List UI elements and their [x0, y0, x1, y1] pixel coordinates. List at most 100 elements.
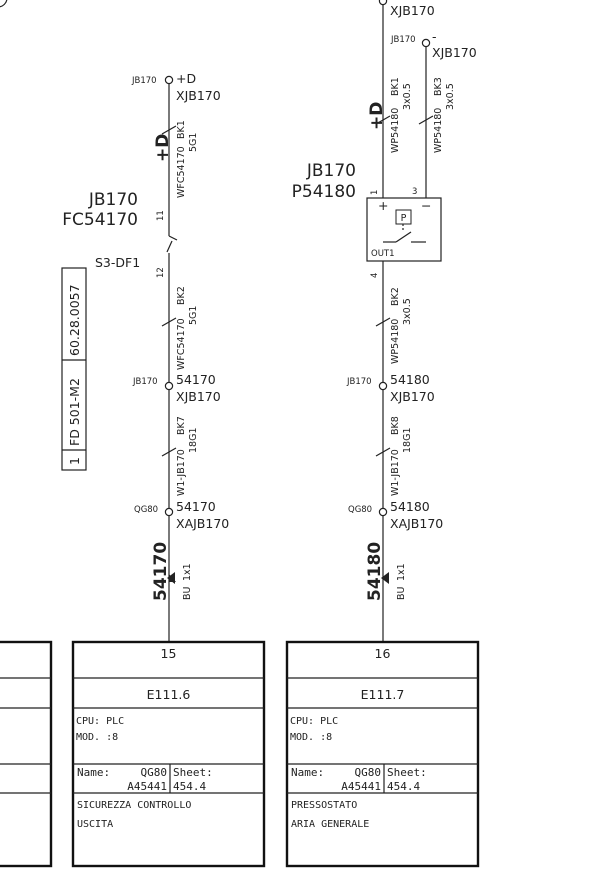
left-top-terminal	[164, 75, 174, 85]
left-pin-b: 12	[156, 267, 166, 278]
right-arrow-head	[381, 572, 389, 584]
left-cable-tick-2	[161, 317, 177, 327]
right-pin4: 4	[370, 273, 380, 278]
left-qg-conn: XAJB170	[176, 516, 229, 531]
block-15-name-v2: A45441	[127, 780, 167, 793]
left-polarity: +D	[153, 134, 173, 162]
block-16-name-v2: A45441	[341, 780, 381, 793]
left-cable-top-core: BK1	[176, 120, 187, 139]
right-cable-tick-1b	[418, 115, 434, 125]
right-minus: −	[421, 198, 431, 213]
left-cable-top-name: WFC54170	[176, 146, 187, 198]
right-cable-low-name: W1-JB170	[390, 449, 401, 496]
left-junction-dev: JB170	[132, 377, 158, 387]
partial-block	[0, 640, 53, 868]
block-16-number: 16	[375, 646, 391, 661]
block-16-name-v1: QG80	[355, 766, 382, 779]
right-pin1: 1	[370, 190, 380, 195]
right-wire-size: 1x1	[396, 563, 407, 581]
right-circuit: XJB170 JB170 - XJB170 +D WP54180 BK1 3x0…	[292, 0, 477, 642]
left-top-conn: XJB170	[176, 88, 221, 103]
block-15-number: 15	[161, 646, 177, 661]
right-cable-mid-spec: 3x0.5	[402, 298, 413, 325]
right-cable-a-core: BK1	[390, 77, 401, 96]
left-switch-blade	[166, 240, 173, 253]
left-cable-mid-name: WFC54170	[176, 318, 187, 370]
left-circuit: JB170 +D XJB170 +D WFC54170 BK1 5G1 JB17…	[62, 71, 229, 642]
block-15-address: E111.6	[147, 687, 191, 702]
left-top-pin: +D	[176, 71, 196, 86]
right-out: OUT1	[371, 249, 395, 259]
right-device-tag: P54180	[292, 182, 356, 202]
left-cable-low-core: BK7	[176, 416, 187, 435]
partial-block-frame	[0, 640, 53, 868]
reference-cell-2: FD 501-M2	[67, 378, 82, 446]
right-neg-terminal	[421, 38, 431, 48]
io-block-15: 15 E111.6 CPU: PLC MOD. :8 Name: QG80 A4…	[71, 640, 266, 868]
left-cable-mid-spec: 5G1	[188, 306, 199, 325]
left-junction-terminal	[164, 381, 174, 391]
reference-cell-3: 60.28.0057	[67, 284, 82, 356]
left-top-dev: JB170	[131, 76, 157, 86]
block-15-desc-2: USCITA	[77, 819, 113, 830]
io-block-16: 16 E111.7 CPU: PLC MOD. :8 Name: QG80 A4…	[285, 640, 480, 868]
right-cable-b-spec: 3x0.5	[445, 83, 456, 110]
right-cable-mid-core: BK2	[390, 287, 401, 306]
right-cable-tick-1	[375, 115, 391, 125]
left-cable-top-spec: 5G1	[188, 133, 199, 152]
right-cable-a-spec: 3x0.5	[402, 83, 413, 110]
right-polarity: +D	[367, 102, 387, 130]
left-qg-dev: QG80	[134, 505, 158, 515]
left-wire-number: 54170	[151, 542, 171, 601]
reference-box: 1 FD 501-M2 60.28.0057	[61, 267, 87, 471]
block-15-cpu: CPU: PLC	[76, 716, 124, 727]
left-wire-size: 1x1	[182, 563, 193, 581]
left-switch-cap	[168, 235, 178, 241]
right-pin3: 3	[412, 187, 417, 197]
left-device-label: JB170	[88, 190, 138, 210]
right-top-terminal	[378, 0, 388, 6]
reference-box-frame	[61, 267, 87, 471]
block-15-mod: MOD. :8	[76, 732, 118, 743]
right-cable-tick-3	[375, 447, 391, 457]
left-arrow-head	[167, 572, 175, 584]
right-qg-terminal	[378, 507, 388, 517]
right-top-conn: XJB170	[390, 3, 435, 18]
right-junction-conn: XJB170	[390, 389, 435, 404]
right-junction-dev: JB170	[346, 377, 372, 387]
left-device-tag: FC54170	[62, 210, 138, 230]
block-16-frame	[285, 640, 480, 868]
right-cable-mid-name: WP54180	[390, 319, 401, 364]
left-qg-wire: 54170	[176, 499, 216, 514]
left-cable-low-name: W1-JB170	[176, 449, 187, 496]
pressure-switch-box	[366, 197, 442, 262]
block-16-mod: MOD. :8	[290, 732, 332, 743]
right-neg-dev: JB170	[390, 35, 416, 45]
right-cable-low-core: BK8	[390, 416, 401, 435]
right-wire-number: 54180	[365, 542, 385, 601]
right-qg-wire: 54180	[390, 499, 430, 514]
block-15-name-label: Name:	[77, 766, 110, 779]
right-cable-b-core: BK3	[433, 77, 444, 96]
block-15-desc-1: SICUREZZA CONTROLLO	[77, 800, 191, 811]
block-16-address: E111.7	[361, 687, 405, 702]
right-junction-terminal	[378, 381, 388, 391]
switch-contact-blade	[395, 231, 412, 243]
right-plus: +	[378, 198, 388, 213]
reference-cell-1: 1	[67, 457, 82, 465]
right-junction-wire: 54180	[390, 372, 430, 387]
left-pin-a: 11	[156, 210, 166, 221]
block-15-sheet-value: 454.4	[173, 780, 206, 793]
block-16-sheet-value: 454.4	[387, 780, 420, 793]
left-wire-color: BU	[182, 586, 193, 600]
left-junction-wire: 54170	[176, 372, 216, 387]
right-cable-b-name: WP54180	[433, 108, 444, 153]
left-cable-tick-3	[161, 447, 177, 457]
corner-circle	[0, 0, 8, 8]
right-neg-conn: XJB170	[432, 45, 477, 60]
right-qg-conn: XAJB170	[390, 516, 443, 531]
right-wire-color: BU	[396, 586, 407, 600]
block-15-sheet-label: Sheet:	[173, 766, 213, 779]
block-16-cpu: CPU: PLC	[290, 716, 338, 727]
